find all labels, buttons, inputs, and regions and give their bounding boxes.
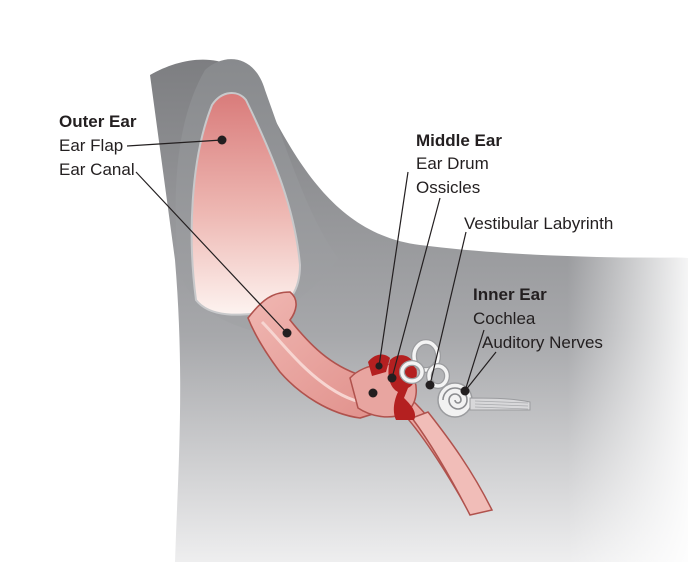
ossicles-label: Ossicles <box>416 178 481 197</box>
cochlea-leader <box>464 329 485 392</box>
auditory-nerves-label: Auditory Nerves <box>482 333 603 352</box>
outer-ear-heading: Outer Ear <box>59 112 137 131</box>
ear-flap-leader <box>126 139 223 147</box>
ear-drum-label: Ear Drum <box>416 154 489 173</box>
ossicles-shape <box>388 355 417 420</box>
auditory-nerves-leader <box>464 351 497 392</box>
leader-lines <box>126 139 497 392</box>
cochlea-label: Cochlea <box>473 309 536 328</box>
vestibular-labyrinth-shape <box>399 339 450 389</box>
head-fade <box>420 245 688 562</box>
ear-canal-leader <box>135 171 288 334</box>
vestibular-labyrinth-leader <box>429 231 467 386</box>
ear-flap-label: Ear Flap <box>59 136 124 155</box>
vestibular-labyrinth-label: Vestibular Labyrinth <box>464 214 614 233</box>
ear-canal-label: Ear Canal <box>59 160 135 179</box>
ear-drum-leader <box>378 171 409 367</box>
auditory-nerve-shape <box>469 397 531 411</box>
ossicles-leader <box>391 197 441 379</box>
inner-ear-heading: Inner Ear <box>473 285 547 304</box>
lower-tube-inner <box>410 411 494 516</box>
ear-flap-inner <box>190 92 302 316</box>
middle-ear-heading: Middle Ear <box>416 131 502 150</box>
middle-ear-marker <box>368 388 378 398</box>
